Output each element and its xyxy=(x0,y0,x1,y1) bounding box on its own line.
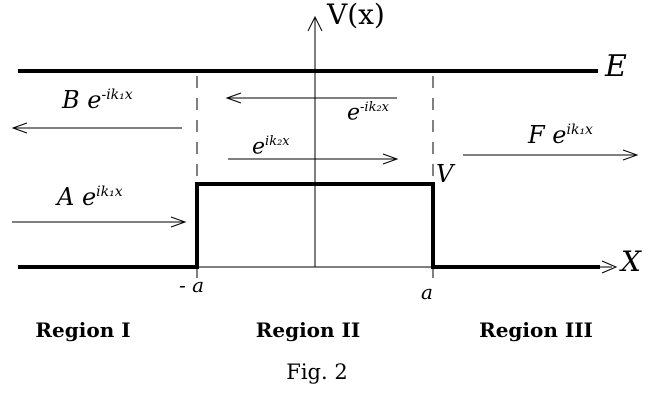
region-i-label: Region I xyxy=(35,318,131,342)
figure-caption: Fig. 2 xyxy=(286,360,348,384)
transmitted-wave-label: F eik₁x xyxy=(528,123,593,147)
transmitted-wave-coeff: F e xyxy=(528,121,567,149)
barrier-forward-wave-label: eik₂x xyxy=(252,135,290,158)
barrier-forward-wave-exponent: ik₂x xyxy=(265,134,290,149)
incident-wave-coeff: A e xyxy=(57,183,97,211)
region-ii-label: Region II xyxy=(255,318,361,342)
barrier-forward-wave-arrowhead xyxy=(382,153,399,165)
reflected-wave-exponent: -ik₁x xyxy=(101,87,133,103)
y-axis-label: V(x) xyxy=(327,0,385,31)
tick-label-a: a xyxy=(421,280,433,304)
x-axis-label: X xyxy=(621,245,641,278)
incident-wave-label: A eik₁x xyxy=(57,185,123,209)
barrier-backward-wave-exponent: -ik₂x xyxy=(360,100,390,115)
region-iii-label: Region III xyxy=(479,318,593,342)
energy-level-label: E xyxy=(605,49,627,84)
transmitted-wave-exponent: ik₁x xyxy=(566,122,593,138)
transmitted-wave-arrowhead xyxy=(622,149,639,161)
incident-wave-exponent: ik₁x xyxy=(96,184,123,200)
incident-wave-arrowhead xyxy=(170,216,187,228)
barrier-backward-wave-arrowhead xyxy=(225,92,242,104)
tick-label-minus-a: - a xyxy=(179,273,205,297)
reflected-wave-label: B e-ik₁x xyxy=(62,88,133,112)
x-axis-arrowhead xyxy=(601,260,618,274)
reflected-wave-arrowhead xyxy=(11,122,28,134)
reflected-wave-coeff: B e xyxy=(62,86,102,114)
y-axis-arrowhead xyxy=(307,15,323,32)
barrier-height-label: V xyxy=(436,160,454,188)
barrier-backward-wave-label: e-ik₂x xyxy=(347,101,389,124)
barrier-backward-wave-coeff: e xyxy=(347,100,361,126)
barrier-forward-wave-coeff: e xyxy=(252,134,266,160)
